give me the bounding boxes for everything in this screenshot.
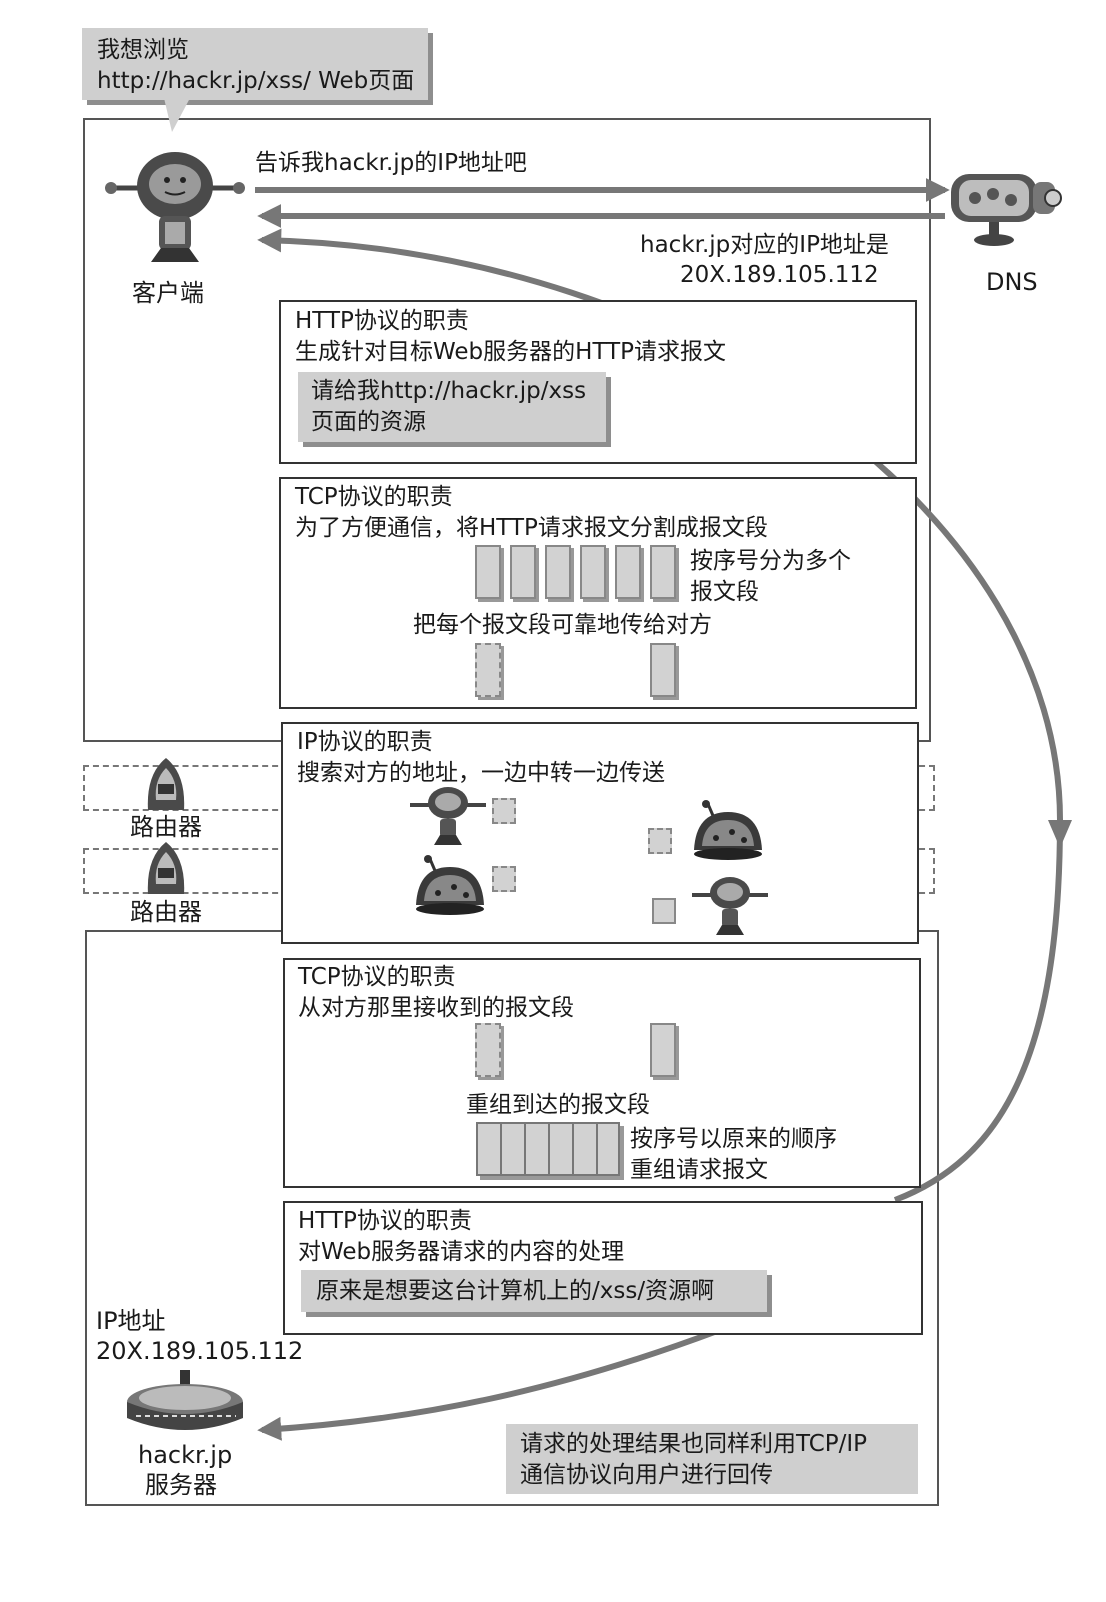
router-icon	[147, 758, 185, 810]
http-server-desc: 对Web服务器请求的内容的处理	[298, 1239, 625, 1265]
dns-server-icon	[951, 174, 1062, 246]
tcp-server-desc: 从对方那里接收到的报文段	[298, 995, 574, 1021]
http-client-title: HTTP协议的职责	[295, 308, 469, 334]
wish-line1: 我想浏览	[97, 37, 189, 63]
tcp-split-line2: 报文段	[690, 579, 759, 605]
sending-segment	[475, 643, 501, 697]
http-server-title: HTTP协议的职责	[298, 1208, 472, 1234]
router-beetle-icon	[416, 855, 484, 915]
tcp-client-title: TCP协议的职责	[295, 484, 453, 510]
http-request-message	[298, 372, 606, 442]
dns-label: DNS	[986, 268, 1038, 296]
segment	[545, 545, 571, 599]
http-request-line2: 页面的资源	[311, 409, 426, 435]
receiving-segment	[650, 1023, 676, 1077]
server-ip-value: 20X.189.105.112	[96, 1337, 304, 1365]
flow-curve	[257, 228, 1064, 1203]
segment	[510, 545, 536, 599]
router-label-2: 路由器	[130, 898, 202, 926]
segment	[580, 545, 606, 599]
wish-line2: http://hackr.jp/xss/ Web页面	[97, 68, 415, 94]
http-server-box	[283, 1201, 923, 1335]
tcp-split-line1: 按序号分为多个	[690, 548, 851, 574]
tcp-reliable-text: 把每个报文段可靠地传给对方	[413, 612, 712, 638]
segment	[475, 545, 501, 599]
response-line1: 请求的处理结果也同样利用TCP/IP	[520, 1431, 868, 1457]
ip-packet	[492, 866, 516, 892]
router-label-1: 路由器	[130, 813, 202, 841]
tcp-client-desc: 为了方便通信，将HTTP请求报文分割成报文段	[295, 515, 768, 541]
router-beetle-icon	[694, 800, 762, 860]
server-label: 服务器	[145, 1471, 217, 1499]
http-client-desc: 生成针对目标Web服务器的HTTP请求报文	[295, 339, 727, 365]
tcp-reassemble-text: 重组到达的报文段	[466, 1092, 650, 1118]
dns-reply-line2: 20X.189.105.112	[680, 262, 879, 288]
ip-box	[281, 722, 919, 944]
wish-bubble	[82, 28, 428, 100]
dns-reply-line1: hackr.jp对应的IP地址是	[640, 232, 889, 258]
ip-packet	[652, 898, 676, 924]
segment	[615, 545, 641, 599]
response-line2: 通信协议向用户进行回传	[520, 1462, 773, 1488]
ip-packet	[492, 798, 516, 824]
ip-desc: 搜索对方的地址，一边中转一边传送	[297, 760, 665, 786]
server-ip-label: IP地址	[96, 1307, 166, 1335]
sender-robot-icon	[410, 787, 486, 845]
dns-request-text: 告诉我hackr.jp的IP地址吧	[255, 150, 527, 176]
wish-bubble-tail	[164, 98, 190, 132]
receiver-robot-icon	[692, 877, 768, 935]
ip-packet	[648, 828, 672, 854]
http-result-text: 原来是想要这台计算机上的/xss/资源啊	[316, 1278, 715, 1304]
sending-segment	[475, 1023, 501, 1077]
receiving-segment	[650, 643, 676, 697]
reassembled-message	[476, 1122, 620, 1176]
flow-curve-arrowhead	[1048, 820, 1072, 848]
tcp-order-line1: 按序号以原来的顺序	[630, 1126, 837, 1152]
http-result-message	[301, 1270, 767, 1312]
client-label: 客户端	[132, 279, 204, 307]
router-icon	[147, 842, 185, 894]
tcp-server-title: TCP协议的职责	[298, 964, 456, 990]
server-icon	[127, 1370, 243, 1430]
ip-title: IP协议的职责	[297, 729, 433, 755]
http-request-line1: 请给我http://hackr.jp/xss	[311, 378, 587, 404]
client-robot-icon	[105, 152, 245, 262]
response-note	[506, 1424, 918, 1494]
segment	[650, 545, 676, 599]
tcp-order-line2: 重组请求报文	[630, 1157, 768, 1183]
response-curve	[257, 1327, 722, 1441]
server-name: hackr.jp	[138, 1441, 233, 1469]
